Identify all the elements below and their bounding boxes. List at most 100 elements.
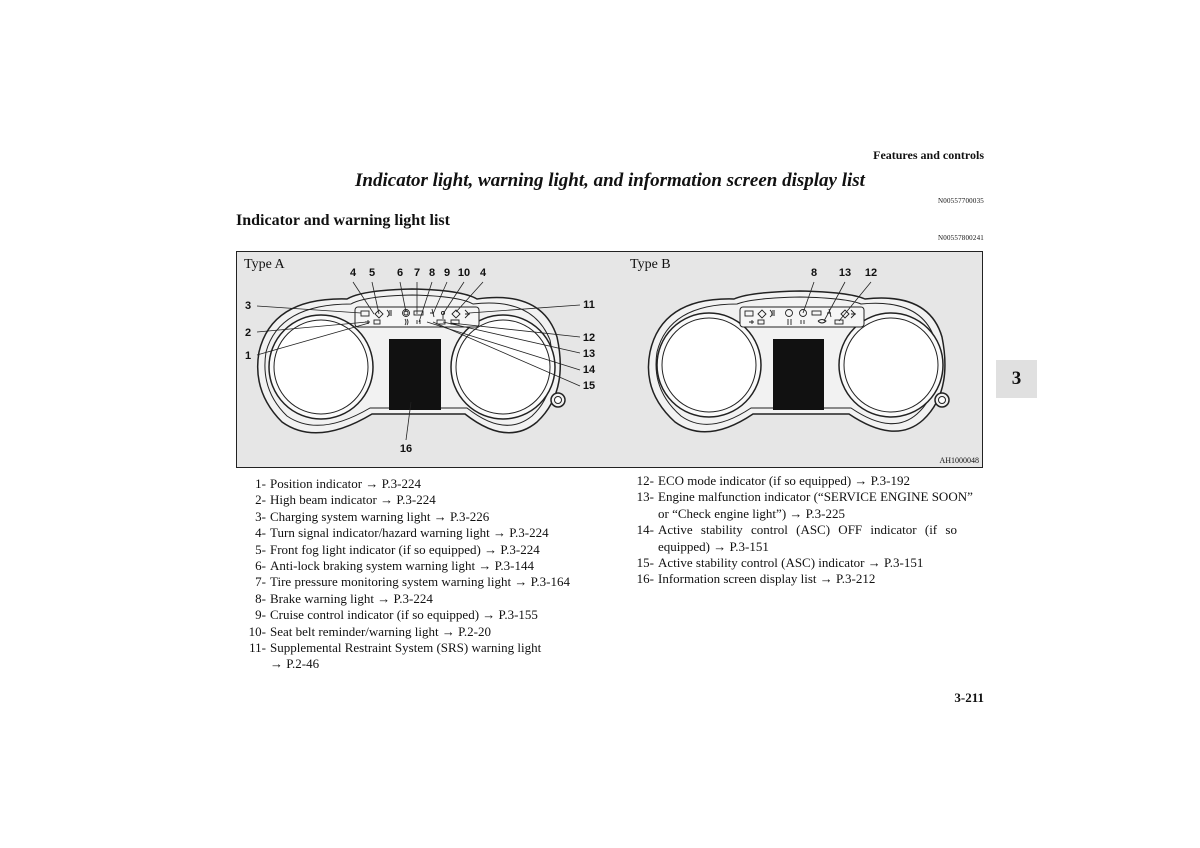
instrument-cluster-drawing [256,281,950,441]
list-item-number: 2- [255,492,266,508]
type-a-label: Type A [244,257,285,272]
callout-number: 10 [457,267,471,279]
section-header: Features and controls [873,148,984,162]
callout-number: 3 [244,300,252,312]
list-item-text: Cruise control indicator (if so equipped… [270,607,538,623]
list-item-text-line2: or “Check engine light”) → P.3-225 [658,505,846,521]
list-item: 1- Position indicator → P.3-224 [240,476,600,492]
list-item: 9-Cruise control indicator (if so equipp… [240,607,600,623]
list-item: 11-Supplemental Restraint System (SRS) w… [240,640,600,656]
list-item-number: 15- [636,555,654,571]
list-item-number: 7- [255,574,266,590]
list-item-number: 12- [636,473,654,488]
list-item: 12- ECO mode indicator (if so equipped) →… [628,473,984,489]
list-item-text: Brake warning light → P.3-224 [270,590,433,606]
list-item-text: Position indicator → P.3-224 [270,476,421,491]
list-item-text: Front fog light indicator (if so equippe… [270,541,540,557]
callout-number: 8 [810,267,818,279]
list-item-text: Active stability control (ASC) OFF indic… [658,522,957,538]
list-item-text: High beam indicator → P.3-224 [270,492,436,508]
instrument-cluster-figure: Type A Type B 4 5 6 7 8 9 10 4 3 2 1 11 … [236,251,983,468]
type-b-left-gauge-inner [661,317,757,413]
callout-number: 13 [838,267,852,279]
list-item-number: 5- [255,541,266,557]
list-item-text: Seat belt reminder/warning light → P.2-2… [270,623,491,639]
chapter-tab: 3 [996,360,1037,398]
list-item-number: 3- [255,508,266,524]
list-item-number: 1- [255,476,266,491]
list-item: 6-Anti-lock braking system warning light… [240,558,600,574]
list-item-text: Anti-lock braking system warning light →… [270,558,534,574]
list-item-number: 14- [636,522,654,538]
callout-number: 12 [864,267,878,279]
list-item-number: 4- [255,525,266,541]
indicator-list-left: 1- Position indicator → P.3-224 2-High be… [240,476,600,673]
list-item: 16-Information screen display list → P.3… [628,571,984,587]
list-item-number: 6- [255,558,266,574]
list-item: 4-Turn signal indicator/hazard warning l… [240,525,600,541]
callout-number: 13 [582,348,596,360]
list-item-text-line2: equipped) → P.3-151 [658,538,769,554]
list-item: 14-Active stability control (ASC) OFF in… [628,522,984,538]
page-number: 3-211 [954,690,984,705]
list-item: 10-Seat belt reminder/warning light → P.… [240,624,600,640]
type-a-left-gauge-inner [273,319,369,415]
callout-number: 1 [244,350,252,362]
type-b-indicator-icons [744,308,856,325]
list-item: 2-High beam indicator → P.3-224 [240,492,600,508]
type-b-right-gauge-inner [843,317,939,413]
list-item-text: Active stability control (ASC) indicator… [658,555,924,571]
list-item-number: 8- [255,590,266,606]
callout-number: 9 [443,267,451,279]
list-item: 8-Brake warning light → P.3-224 [240,591,600,607]
callout-number: 16 [399,443,413,455]
type-b-knob-inner [938,396,946,404]
list-item-continuation: → P.2-46 [240,656,600,672]
indicator-list-right: 12- ECO mode indicator (if so equipped) →… [628,473,984,588]
list-item-text-line2: → P.2-46 [270,656,320,672]
callout-number: 11 [583,299,595,311]
list-item-text: Tire pressure monitoring system warning … [270,574,570,590]
page-title: Indicator light, warning light, and info… [355,170,865,191]
list-item-number: 11- [249,640,266,656]
list-item: 3-Charging system warning light → P.3-22… [240,509,600,525]
list-item-number: 9- [255,607,266,623]
type-a-info-screen [389,339,441,410]
callout-number: 15 [582,380,596,392]
type-a-leader-lines [256,281,581,441]
list-item-text: Supplemental Restraint System (SRS) warn… [270,640,542,656]
type-b-indicator-strip [739,306,865,328]
list-item-number: 16- [636,571,654,587]
callout-number: 7 [413,267,421,279]
callout-number: 6 [396,267,404,279]
callout-number: 12 [582,332,596,344]
sub-heading: Indicator and warning light list [236,212,450,229]
list-item-continuation: equipped) → P.3-151 [628,539,984,555]
list-item-number: 10- [248,623,266,639]
list-item: 15-Active stability control (ASC) indica… [628,555,984,571]
callout-number: 4 [349,267,357,279]
subheading-doc-code: N00557800241 [938,234,984,242]
list-item-number: 13- [636,489,654,505]
list-item-text: Turn signal indicator/hazard warning lig… [270,525,549,541]
type-b-info-screen [773,339,824,410]
list-item-text: Charging system warning light → P.3-226 [270,508,490,524]
callout-number: 4 [479,267,487,279]
type-a-knob-inner [554,396,562,404]
list-item-text: Information screen display list → P.3-21… [658,571,876,587]
callout-number: 8 [428,267,436,279]
callout-number: 2 [244,327,252,339]
type-b-label: Type B [630,257,671,272]
list-item-continuation: or “Check engine light”) → P.3-225 [628,506,984,522]
list-item-text: Engine malfunction indicator (“SERVICE E… [658,489,973,505]
list-item-text: ECO mode indicator (if so equipped) → P.… [658,473,911,488]
callout-number: 5 [368,267,376,279]
type-a-right-gauge-inner [455,319,551,415]
list-item: 7-Tire pressure monitoring system warnin… [240,574,600,590]
type-b-cluster-inner-outline [655,296,938,425]
type-b-leader-lines [802,281,872,322]
title-doc-code: N00557700035 [938,197,984,205]
callout-number: 14 [582,364,596,376]
list-item: 13-Engine malfunction indicator (“SERVIC… [628,489,984,505]
figure-code: AH1000048 [939,456,979,465]
